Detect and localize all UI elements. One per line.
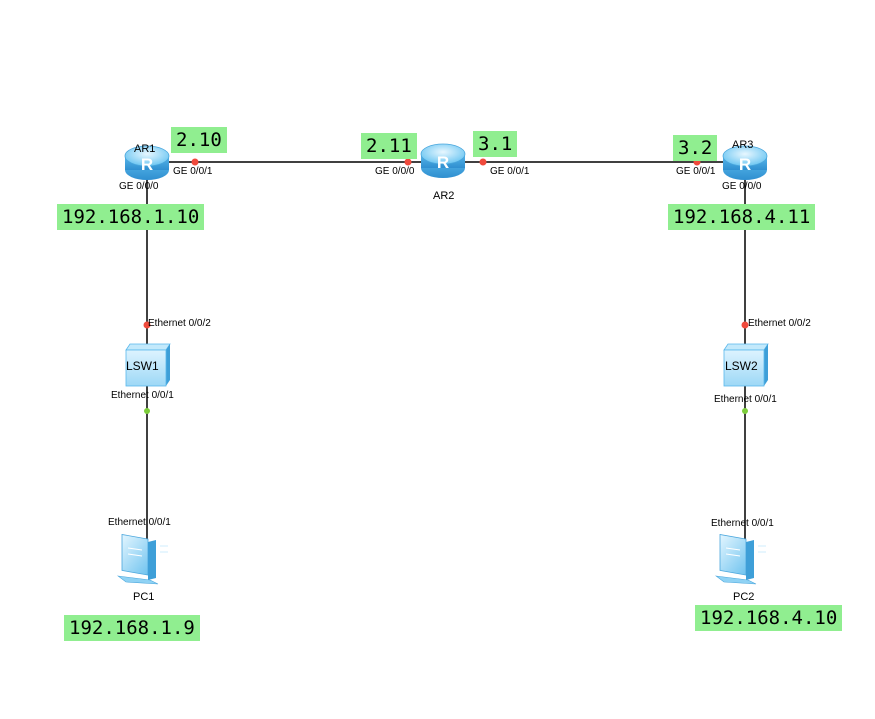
- port-dot-ar2-ge000: [404, 158, 412, 166]
- switch-lsw1[interactable]: [125, 343, 171, 387]
- port-dot-lsw2-e002: [741, 321, 749, 329]
- router-ar2-name: AR2: [433, 190, 455, 202]
- router-ar3-name: AR3: [732, 139, 754, 151]
- port-label-ar3-ge001: GE 0/0/1: [676, 166, 716, 177]
- pc1-name: PC1: [133, 591, 155, 603]
- router-ar2[interactable]: R: [420, 143, 466, 178]
- port-dot-ar1-ge001: [191, 158, 199, 166]
- port-label-lsw2-e001: Ethernet 0/0/1: [714, 394, 777, 405]
- router-ar2-glyph: R: [437, 153, 449, 172]
- port-label-lsw1-e002: Ethernet 0/0/2: [148, 318, 211, 329]
- router-ar3[interactable]: R: [722, 145, 768, 180]
- pc2-name: PC2: [733, 591, 755, 603]
- port-label-ar3-ge000: GE 0/0/0: [722, 181, 762, 192]
- ip-label-ar2-left: 2.11: [361, 133, 417, 159]
- router-ar1[interactable]: R: [124, 145, 170, 180]
- switch-lsw2[interactable]: [723, 343, 769, 387]
- port-label-pc2-e001: Ethernet 0/0/1: [711, 518, 774, 529]
- ip-label-pc1: 192.168.1.9: [64, 615, 200, 641]
- ip-label-ar3-wan: 3.2: [673, 135, 718, 161]
- port-dot-lsw1-e002: [143, 321, 151, 329]
- port-label-ar2-ge001: GE 0/0/1: [490, 166, 530, 177]
- router-ar1-glyph: R: [141, 155, 153, 174]
- port-label-ar1-ge000: GE 0/0/0: [119, 181, 159, 192]
- port-label-pc1-e001: Ethernet 0/0/1: [108, 517, 171, 528]
- switch-lsw2-name: LSW2: [725, 359, 758, 373]
- port-dot-lsw1-e001: [144, 408, 150, 414]
- port-label-ar1-ge001: GE 0/0/1: [173, 166, 213, 177]
- pc2-icon[interactable]: [714, 534, 766, 585]
- router-ar3-glyph: R: [739, 155, 751, 174]
- pc1-icon[interactable]: [116, 534, 168, 585]
- port-label-ar2-ge000: GE 0/0/0: [375, 166, 415, 177]
- ip-label-ar1-lan: 192.168.1.10: [57, 204, 205, 230]
- ip-label-pc2: 192.168.4.10: [695, 605, 843, 631]
- port-dot-lsw2-e001: [742, 408, 748, 414]
- port-dot-ar2-ge001: [479, 158, 487, 166]
- ip-label-ar1-wan: 2.10: [171, 127, 227, 153]
- ip-label-ar3-lan: 192.168.4.11: [668, 204, 816, 230]
- port-label-lsw1-e001: Ethernet 0/0/1: [111, 390, 174, 401]
- router-ar1-name: AR1: [134, 143, 156, 155]
- ip-label-ar2-right: 3.1: [473, 131, 518, 157]
- switch-lsw1-name: LSW1: [126, 359, 159, 373]
- port-label-lsw2-e002: Ethernet 0/0/2: [748, 318, 811, 329]
